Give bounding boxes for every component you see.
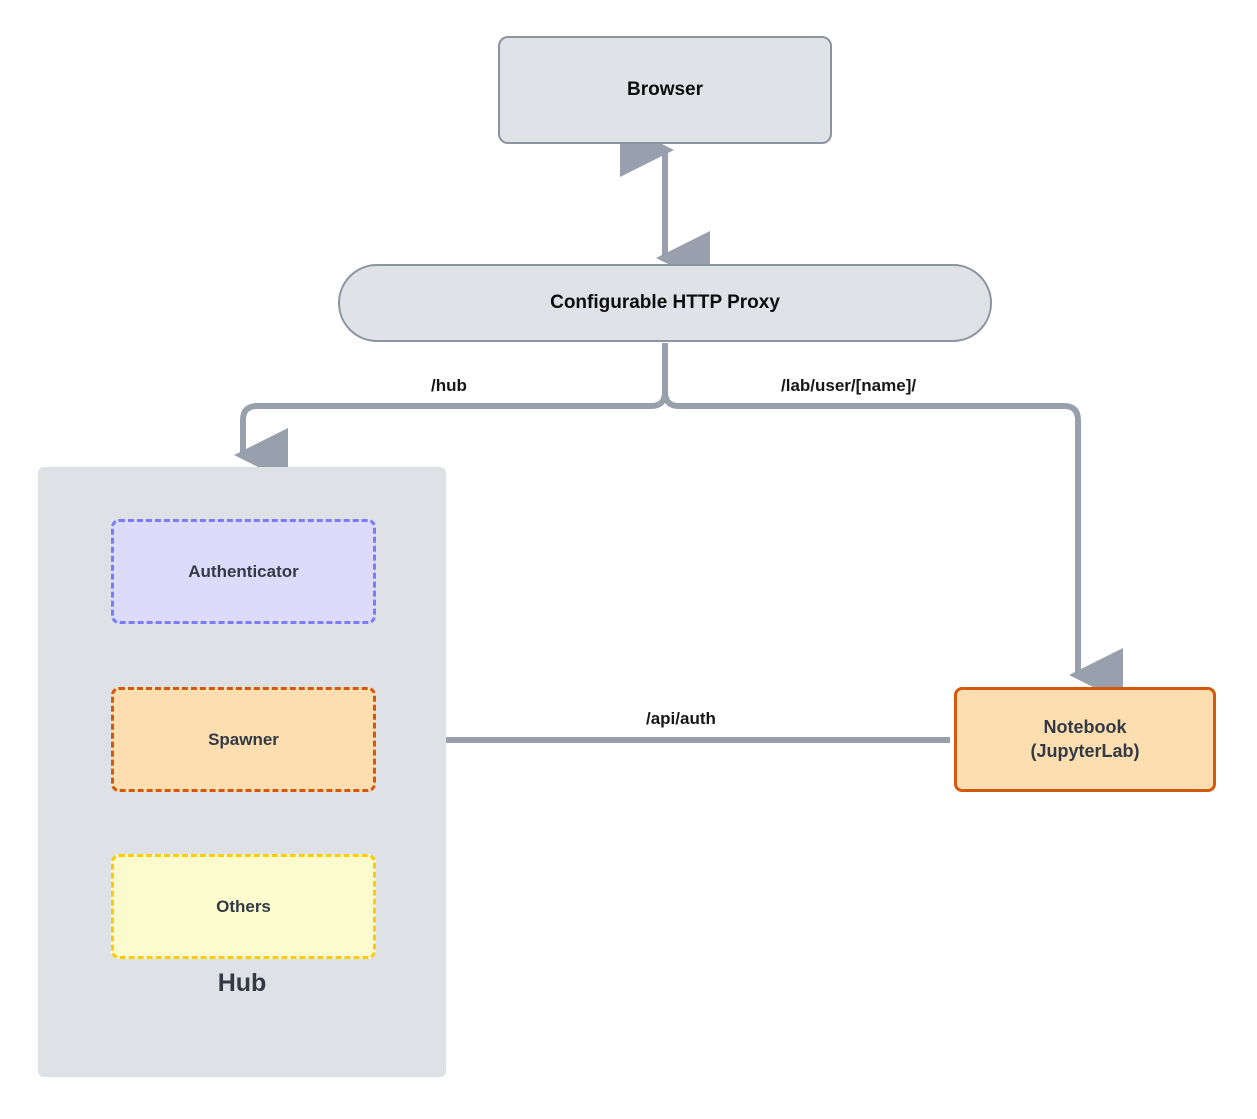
node-hub-label: Hub: [217, 969, 267, 997]
node-configurable-http-proxy[interactable]: Configurable HTTP Proxy: [338, 264, 992, 342]
node-browser-label: Browser: [626, 78, 704, 100]
edge-label-lab-user-path: /lab/user/[name]/: [778, 376, 920, 396]
edge-proxy-hub: [234, 391, 668, 482]
node-others-label: Others: [216, 896, 271, 916]
node-proxy-label: Configurable HTTP Proxy: [550, 291, 780, 313]
node-notebook-label-line1: Notebook: [1043, 717, 1127, 738]
node-authenticator[interactable]: Authenticator: [111, 519, 376, 624]
edge-proxy-notebook: [662, 391, 1123, 702]
node-others[interactable]: Others: [111, 854, 376, 959]
node-spawner[interactable]: Spawner: [111, 687, 376, 792]
node-browser[interactable]: Browser: [498, 36, 832, 144]
edge-label-hub-path: /hub: [428, 376, 470, 396]
node-notebook-label-line2: (JupyterLab): [1030, 740, 1140, 761]
node-notebook[interactable]: Notebook (JupyterLab): [954, 687, 1216, 792]
edge-label-api-auth: /api/auth: [643, 709, 719, 729]
node-spawner-label: Spawner: [208, 729, 279, 749]
node-authenticator-label: Authenticator: [188, 561, 299, 581]
